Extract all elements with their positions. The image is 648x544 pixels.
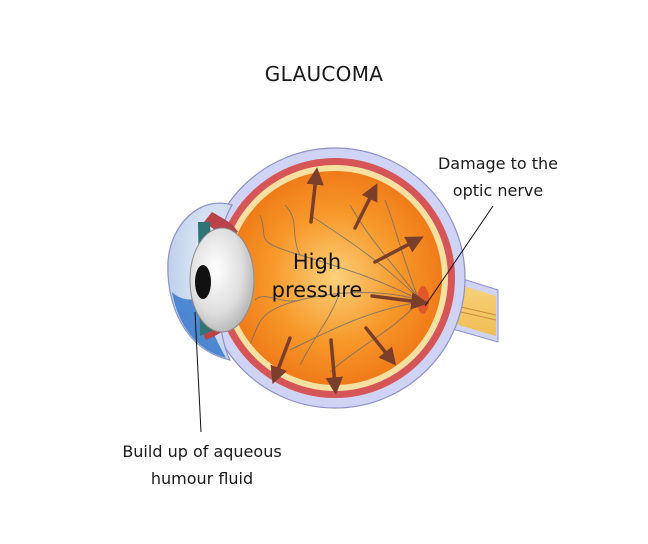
aqueous-fluid (172, 292, 226, 358)
diagram-title: GLAUCOMA (264, 62, 384, 86)
damage-leader-line (424, 205, 494, 307)
pressure-arrow-icon (364, 326, 397, 366)
buildup-label-line-2: humour fluid (150, 469, 254, 488)
buildup-leader-line (194, 311, 202, 433)
damage-label: Damage to the optic nerve (418, 150, 578, 204)
optic-disc (417, 286, 429, 314)
lens (189, 227, 255, 333)
high-pressure-label: High pressure (252, 248, 382, 304)
pupil (195, 265, 211, 299)
retinal-vessels (249, 199, 421, 373)
pressure-arrow-icon (270, 336, 292, 385)
buildup-label: Build up of aqueous humour fluid (92, 438, 312, 492)
pressure-arrow-icon (353, 183, 378, 230)
pressure-arrow-icon (370, 292, 429, 310)
damage-label-line-2: optic nerve (452, 181, 544, 200)
pressure-arrow-icon (306, 167, 324, 224)
pressure-arrow-icon (325, 338, 344, 395)
buildup-label-line-1: Build up of aqueous (122, 442, 282, 461)
high-pressure-line-2: pressure (271, 278, 363, 302)
damage-label-line-1: Damage to the (437, 154, 558, 173)
pressure-arrows (270, 167, 429, 395)
pressure-arrow-icon (373, 236, 424, 264)
vitreous-body (228, 171, 442, 385)
high-pressure-line-1: High (292, 250, 342, 274)
